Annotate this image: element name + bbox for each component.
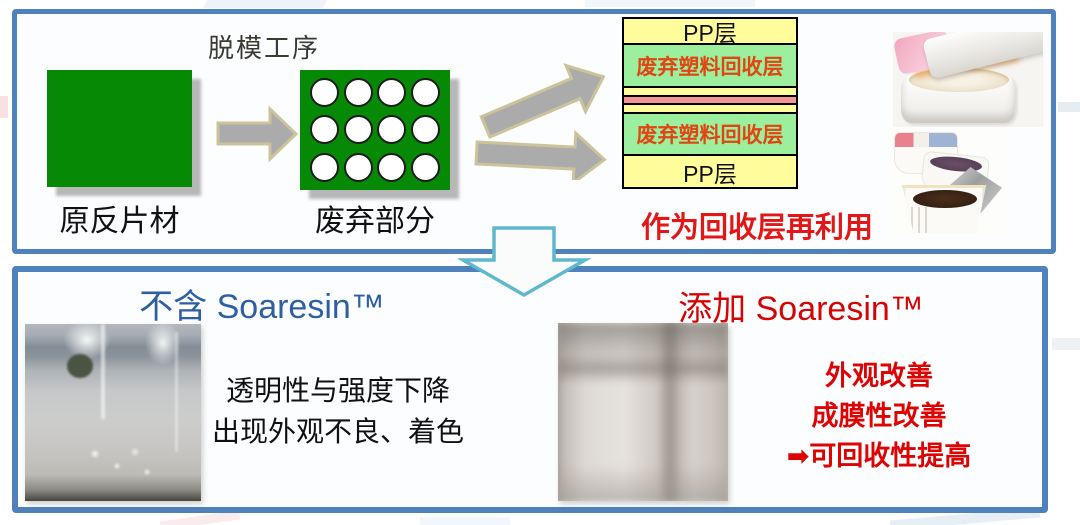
punched-hole xyxy=(343,77,373,107)
film-photo-without-soaresin xyxy=(25,324,201,501)
note-line-with-arrow: ➡可回收性提高 xyxy=(786,441,972,471)
with-soaresin-title: 添加 Soaresin™ xyxy=(678,290,924,328)
with-soaresin-notes: 外观改善 成膜性改善 ➡可回收性提高 xyxy=(729,356,1029,476)
split-arrows-icon xyxy=(474,63,607,180)
dessert-cups-photo xyxy=(888,127,1008,237)
water-droplets xyxy=(83,442,163,490)
comparison-panel: 不含 Soaresin™ 添加 Soaresin™ 透明性与强度下降 出现外观不… xyxy=(12,266,1048,513)
layer-label: 废弃塑料回收层 xyxy=(636,55,784,79)
background-decoration xyxy=(1058,102,1080,112)
stack-layer-thin-yellow xyxy=(624,88,796,97)
waste-sheet-label: 废弃部分 xyxy=(315,205,435,238)
punched-hole xyxy=(377,153,407,183)
original-sheet-label: 原反片材 xyxy=(59,205,180,238)
background-decoration xyxy=(1052,338,1080,350)
chocolate-content-graphic xyxy=(913,190,977,208)
without-soaresin-notes: 透明性与强度下降 出现外观不良、着色 xyxy=(207,370,469,452)
punched-hole xyxy=(310,115,340,145)
window-shadow-horizontal xyxy=(558,353,728,384)
cup-flute-graphic xyxy=(904,207,928,233)
stack-layer-thin-pink xyxy=(624,97,796,105)
film-shadow xyxy=(558,323,728,370)
punched-hole xyxy=(410,153,440,183)
stack-layer-recycle-bottom: 废弃塑料回收层 xyxy=(624,114,796,156)
demold-process-label: 脱模工序 xyxy=(208,33,321,63)
background-decoration xyxy=(202,0,328,8)
right-arrow-icon xyxy=(216,105,299,163)
reuse-note: 作为回收层再利用 xyxy=(640,212,873,244)
without-soaresin-title: 不含 Soaresin™ xyxy=(139,288,385,326)
punched-hole xyxy=(377,77,407,107)
cup-label-graphic xyxy=(895,133,957,147)
process-panel: 脱模工序 原反片材 废弃部分 PP层 废弃塑料回收层 废弃塑料回收层 PP层 xyxy=(12,9,1056,254)
background-decoration xyxy=(585,0,755,7)
original-sheet-graphic xyxy=(47,70,192,187)
note-line: 外观改善 xyxy=(825,361,933,391)
film-shadow xyxy=(558,465,728,501)
background-decoration xyxy=(0,96,8,118)
film-defect-spot xyxy=(67,354,93,378)
water-streak xyxy=(101,324,105,419)
down-arrow-icon xyxy=(458,226,592,298)
film-photo-with-soaresin xyxy=(558,323,728,501)
note-line: 出现外观不良、着色 xyxy=(211,416,464,447)
note-line: 透明性与强度下降 xyxy=(225,375,450,406)
background-decoration xyxy=(420,517,510,525)
stack-layer-pp-bottom: PP层 xyxy=(624,156,796,187)
punched-hole xyxy=(343,115,373,145)
water-streak xyxy=(175,332,178,452)
waste-sheet-graphic xyxy=(300,70,450,190)
punched-hole xyxy=(377,115,407,145)
punched-hole xyxy=(410,115,440,145)
film-highlight xyxy=(145,324,181,366)
layer-label: PP层 xyxy=(683,20,737,46)
stack-layer-pp-top: PP层 xyxy=(624,19,796,46)
layer-label: PP层 xyxy=(683,160,737,187)
punched-hole xyxy=(310,77,340,107)
food-tray-photo xyxy=(893,32,1043,127)
stack-layer-recycle-top: 废弃塑料回收层 xyxy=(624,45,796,88)
punched-hole xyxy=(343,153,373,183)
punched-hole xyxy=(310,153,340,183)
note-line: 成膜性改善 xyxy=(811,401,947,431)
layer-label: 废弃塑料回收层 xyxy=(636,124,784,147)
layer-stack: PP层 废弃塑料回收层 废弃塑料回收层 PP层 xyxy=(622,17,798,189)
punched-hole xyxy=(410,77,440,107)
front-cup-graphic xyxy=(901,185,987,233)
stack-layer-thin-yellow xyxy=(624,105,796,114)
